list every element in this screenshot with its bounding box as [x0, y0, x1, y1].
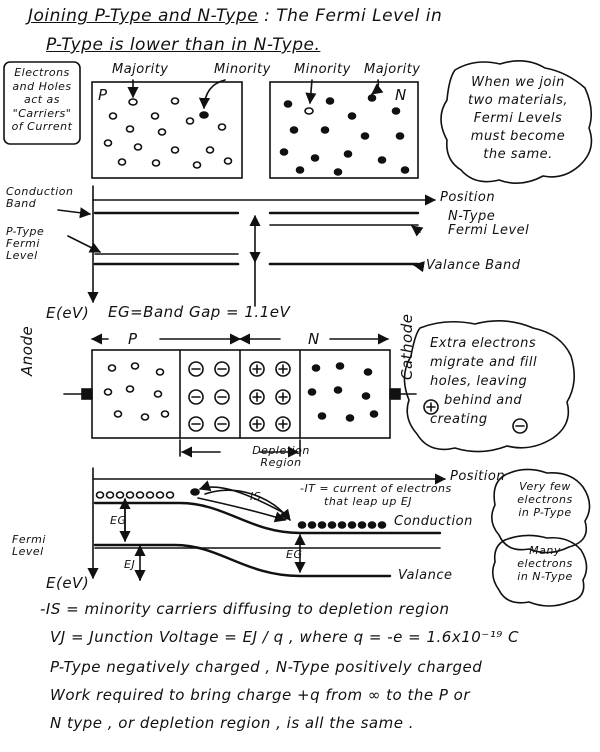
p-label: P: [98, 86, 108, 104]
is-label: IS: [250, 490, 262, 503]
cathode-label-text: Cathode: [398, 313, 416, 380]
band-gap-label: EG=Band Gap = 1.1eV: [108, 303, 291, 321]
conduction-band-label: Conduction Band: [6, 186, 73, 210]
it-label-line: that leap up EJ: [324, 495, 413, 508]
conduction-band-label-line: Conduction: [6, 185, 74, 198]
many-note-line: electrons: [517, 557, 573, 570]
carriers-note-line: "Carriers": [12, 106, 72, 120]
carriers-note-line: of Current: [11, 120, 73, 133]
extra-note-line: holes, leaving: [430, 374, 528, 389]
majority-right-label: Majority: [364, 62, 421, 77]
conduction-band-curve: [93, 501, 442, 535]
ej-label: EJ: [124, 558, 136, 571]
join-note: When we join two materials, Fermi Levels…: [448, 74, 588, 164]
anode-label-text: Anode: [18, 325, 36, 376]
equation-line-2: VJ = Junction Voltage = EJ / q , where q…: [50, 628, 519, 646]
page-title: Joining P-Type and N-Type: [28, 6, 259, 26]
conduction-label: Conduction: [394, 514, 473, 529]
ntype-fermi-label: N-Type Fermi Level: [448, 210, 529, 238]
valance-band-curve: [93, 543, 392, 578]
junction-p-label: P: [128, 330, 138, 348]
eg-label-1: EG: [110, 514, 127, 527]
energy-axis-label-2: E(eV): [46, 574, 90, 592]
ntype-fermi-label-line: N-Type: [448, 209, 496, 224]
position-label-1: Position: [440, 190, 496, 205]
many-note-line: in N-Type: [517, 570, 573, 583]
fermi-level-label: Fermi Level: [12, 534, 46, 558]
extra-note-line: Extra electrons: [430, 336, 537, 351]
position-label-2: Position: [450, 469, 506, 484]
positive-ions: [249, 361, 291, 432]
valance-band-label: Valance Band: [426, 258, 521, 273]
n-label: N: [395, 86, 407, 104]
extra-note-line: behind and: [444, 393, 523, 408]
title-line-2: P-Type is lower than in N-Type.: [46, 35, 321, 55]
negative-ions: [188, 361, 230, 432]
ptype-fermi-label-line: Level: [6, 249, 38, 262]
ptype-fermi-label-line: P-Type: [6, 225, 45, 238]
it-label: -IT = current of electrons that leap up …: [300, 482, 452, 508]
join-note-line: the same.: [483, 147, 553, 162]
few-note-line: electrons: [517, 493, 573, 506]
few-electrons-note: Very few electrons in P-Type: [505, 480, 585, 519]
many-note-cloud: [491, 534, 588, 607]
join-note-line: two materials,: [468, 93, 568, 108]
minority-right-label: Minority: [294, 62, 351, 77]
carriers-note-line: act as: [23, 93, 61, 106]
ptype-fermi-label: P-Type Fermi Level: [6, 226, 44, 262]
fermi-level-label-line: Level: [12, 545, 44, 558]
carriers-note-line: and Holes: [12, 79, 72, 93]
carriers-note: Electrons and Holes act as "Carriers" of…: [4, 66, 80, 134]
equation-line-1: -IS = minority carriers diffusing to dep…: [40, 600, 450, 618]
title-line-1: Joining P-Type and N-Type : The Fermi Le…: [28, 6, 442, 26]
lower-n-electrons: [297, 521, 387, 529]
extra-note-line: migrate and fill: [430, 355, 538, 370]
few-note-line: in P-Type: [518, 506, 572, 519]
p-holes: [103, 97, 233, 169]
n-material-box: [269, 81, 419, 179]
it-label-line: -IT = current of electrons: [300, 482, 452, 495]
energy-axis-label-1: E(eV): [46, 304, 90, 322]
join-note-line: Fermi Levels: [473, 111, 563, 126]
depletion-region-label: Depletion Region: [236, 445, 326, 469]
cathode-label: Cathode: [398, 314, 416, 380]
fermi-level-label-line: Fermi: [12, 533, 46, 546]
eg-label-2: EG: [286, 548, 303, 561]
join-note-cloud: [440, 60, 593, 184]
n-minority-hole: [304, 107, 314, 115]
ptype-fermi-label-line: Fermi: [6, 237, 40, 250]
p-minority-electron: [199, 111, 209, 119]
few-note-cloud: [491, 468, 591, 554]
junction-n-label: N: [308, 330, 320, 348]
ntype-fermi-label-line: Fermi Level: [448, 223, 530, 238]
carriers-note-box: [3, 61, 81, 145]
junction-n-electrons: [307, 362, 379, 422]
equation-line-5: N type , or depletion region , is all th…: [50, 714, 414, 732]
extra-note-line: creating: [430, 412, 488, 427]
join-note-line: When we join: [471, 75, 565, 90]
many-electrons-note: Many electrons in N-Type: [505, 544, 585, 583]
extra-note-cloud: [403, 320, 575, 453]
lower-p-electrons: [95, 491, 175, 499]
valance-label: Valance: [398, 568, 453, 583]
extra-electrons-note: Extra electrons migrate and fill holes, …: [430, 334, 537, 429]
join-note-line: must become: [470, 129, 566, 144]
depletion-region-label-line: Region: [260, 456, 302, 469]
anode-label: Anode: [18, 326, 36, 376]
conduction-band-label-line: Band: [6, 197, 37, 210]
junction-p-holes: [103, 362, 170, 421]
title-line-1-rest: : The Fermi Level in: [264, 6, 443, 26]
many-note-line: Many: [529, 544, 561, 557]
p-material-box: [91, 81, 243, 179]
carriers-note-line: Electrons: [14, 66, 70, 79]
equation-line-4: Work required to bring charge +q from ∞ …: [50, 686, 471, 704]
n-electrons: [279, 94, 410, 176]
minority-left-label: Minority: [214, 62, 271, 77]
majority-left-label: Majority: [112, 62, 169, 77]
few-note-line: Very few: [519, 480, 571, 493]
equation-line-3: P-Type negatively charged , N-Type posit…: [50, 658, 483, 676]
depletion-region-label-line: Depletion: [252, 444, 310, 457]
